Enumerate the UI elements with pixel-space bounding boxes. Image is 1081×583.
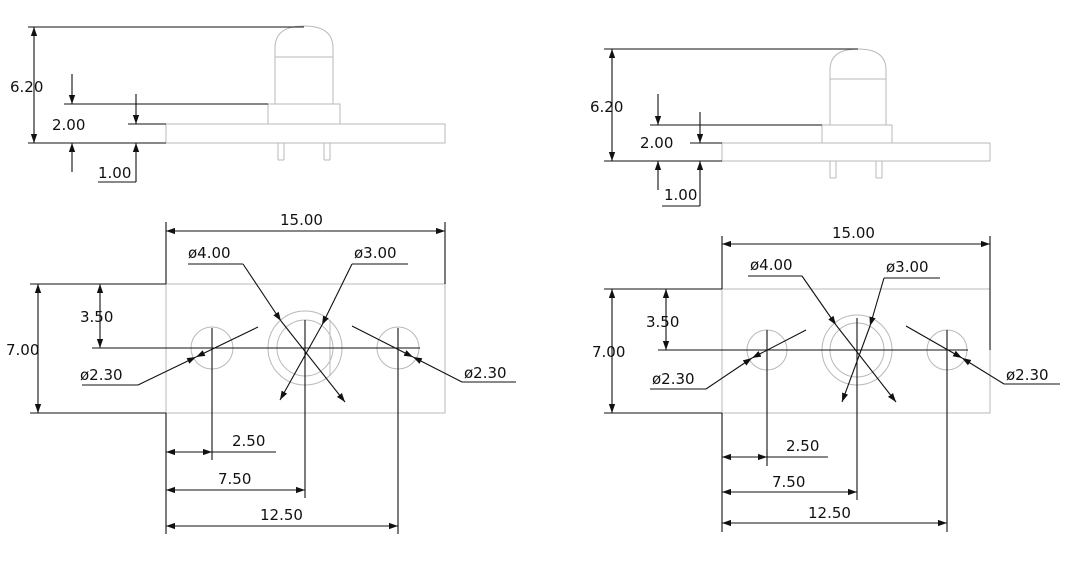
- right-view: 6.20 2.00 1.00 15.00: [590, 48, 1060, 532]
- label-x1: 2.50: [786, 437, 819, 455]
- leader-pin-right-far: [905, 325, 963, 359]
- left-plan-view: 15.00 7.00 3.50 ø4.00 ø3.00 ø2.3: [6, 211, 516, 534]
- leader-pin-left-far: [195, 326, 259, 358]
- leader-hole-large-through: [280, 320, 346, 403]
- pcb-board: [721, 142, 991, 162]
- leader-hole-large: [801, 275, 837, 326]
- label-hole-small: ø3.00: [886, 258, 929, 276]
- pcb-board: [165, 123, 446, 144]
- label-x3: 12.50: [260, 506, 303, 524]
- label-board-offset: 2.00: [52, 116, 85, 134]
- leader-pin-left: [137, 356, 197, 386]
- led-base: [821, 124, 893, 144]
- label-hole-large: ø4.00: [188, 244, 231, 262]
- label-thickness: 1.00: [664, 186, 697, 204]
- label-pin-left: ø2.30: [652, 370, 695, 388]
- label-width: 15.00: [832, 224, 875, 242]
- label-x1: 2.50: [232, 432, 265, 450]
- label-thickness: 1.00: [98, 164, 131, 182]
- leader-pin-right: [412, 356, 463, 383]
- right-plan-view: 15.00 7.00 3.50 ø4.00 ø3.00 ø2.3: [592, 224, 1060, 532]
- label-height: 6.20: [10, 78, 43, 96]
- label-x2: 7.50: [772, 473, 805, 491]
- leader-pin-left-far: [751, 329, 807, 359]
- label-half-depth: 3.50: [80, 308, 113, 326]
- label-x3: 12.50: [808, 504, 851, 522]
- label-half-depth: 3.50: [646, 313, 679, 331]
- led-dome-outline: [274, 25, 334, 104]
- label-pin-left: ø2.30: [80, 366, 123, 384]
- right-side-elevation: 6.20 2.00 1.00: [590, 48, 991, 207]
- leader-hole-small-through: [279, 324, 323, 401]
- label-hole-large: ø4.00: [750, 256, 793, 274]
- leader-pin-right-far: [351, 325, 414, 358]
- leader-hole-small: [321, 263, 353, 326]
- leader-hole-large-through: [835, 324, 897, 403]
- pcb-outline-top: [721, 288, 991, 414]
- led-dome-outline: [829, 48, 887, 125]
- left-side-elevation: 6.20 2.00 1.00: [10, 25, 446, 183]
- label-pin-right: ø2.30: [1006, 366, 1049, 384]
- label-board-offset: 2.00: [640, 134, 673, 152]
- label-height: 6.20: [590, 98, 623, 116]
- label-depth: 7.00: [592, 343, 625, 361]
- led-base: [267, 103, 341, 125]
- label-pin-right: ø2.30: [464, 364, 507, 382]
- left-view: 6.20 2.00 1.00 15.00: [6, 25, 516, 534]
- label-depth: 7.00: [6, 341, 39, 359]
- leader-hole-small: [869, 277, 885, 327]
- leader-pin-left: [705, 357, 753, 390]
- leader-pin-right: [961, 357, 1005, 385]
- leader-hole-small-through: [841, 325, 871, 403]
- label-hole-small: ø3.00: [354, 244, 397, 262]
- leader-hole-large: [242, 263, 282, 322]
- label-width: 15.00: [280, 211, 323, 229]
- label-x2: 7.50: [218, 470, 251, 488]
